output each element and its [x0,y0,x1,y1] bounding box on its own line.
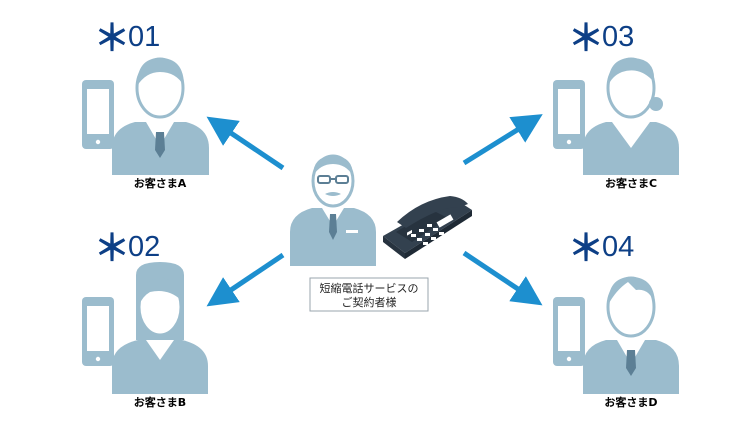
arrow-to-customer-b [206,252,285,307]
customer-label: お客さまC [605,176,657,190]
customer-label: お客さまD [604,395,657,409]
arrow-to-customer-d [462,250,543,306]
speed-dial-code: 03 [602,21,634,53]
call-arrows [206,114,543,307]
customer-label: お客さまB [134,395,186,409]
speed-dial-code: 04 [602,231,634,263]
man-figure [112,57,209,175]
customer-b: ＊ 02 お客さまB [82,228,208,409]
man-figure [583,276,679,394]
asterisk-icon: ＊ [568,18,604,59]
speed-dial-code: 02 [128,231,160,263]
woman-figure [583,57,679,175]
smartphone-icon [82,297,114,366]
smartphone-icon [553,80,585,149]
customer-a: ＊ 01 お客さまA [82,18,209,190]
service-label-line2: ご契約者様 [342,295,397,309]
service-label-line1: 短縮電話サービスの [320,281,419,295]
smartphone-icon [553,297,585,366]
businessman-figure [290,154,376,266]
smartphone-icon [82,80,114,149]
asterisk-icon: ＊ [94,228,130,269]
arrow-to-customer-a [206,116,285,171]
keypad [411,214,454,245]
customer-label: お客さまA [134,176,187,190]
asterisk-icon: ＊ [94,18,130,59]
customer-c: ＊ 03 お客さまC [553,18,679,190]
service-label-box: 短縮電話サービスの ご契約者様 [309,277,429,312]
asterisk-icon: ＊ [568,228,604,269]
contract-holder: 短縮電話サービスの ご契約者様 [290,154,472,312]
desk-phone-icon [383,196,472,259]
woman-figure [112,262,208,394]
speed-dial-code: 01 [128,21,160,53]
arrow-to-customer-c [462,114,543,166]
customer-d: ＊ 04 お客さまD [553,228,679,409]
